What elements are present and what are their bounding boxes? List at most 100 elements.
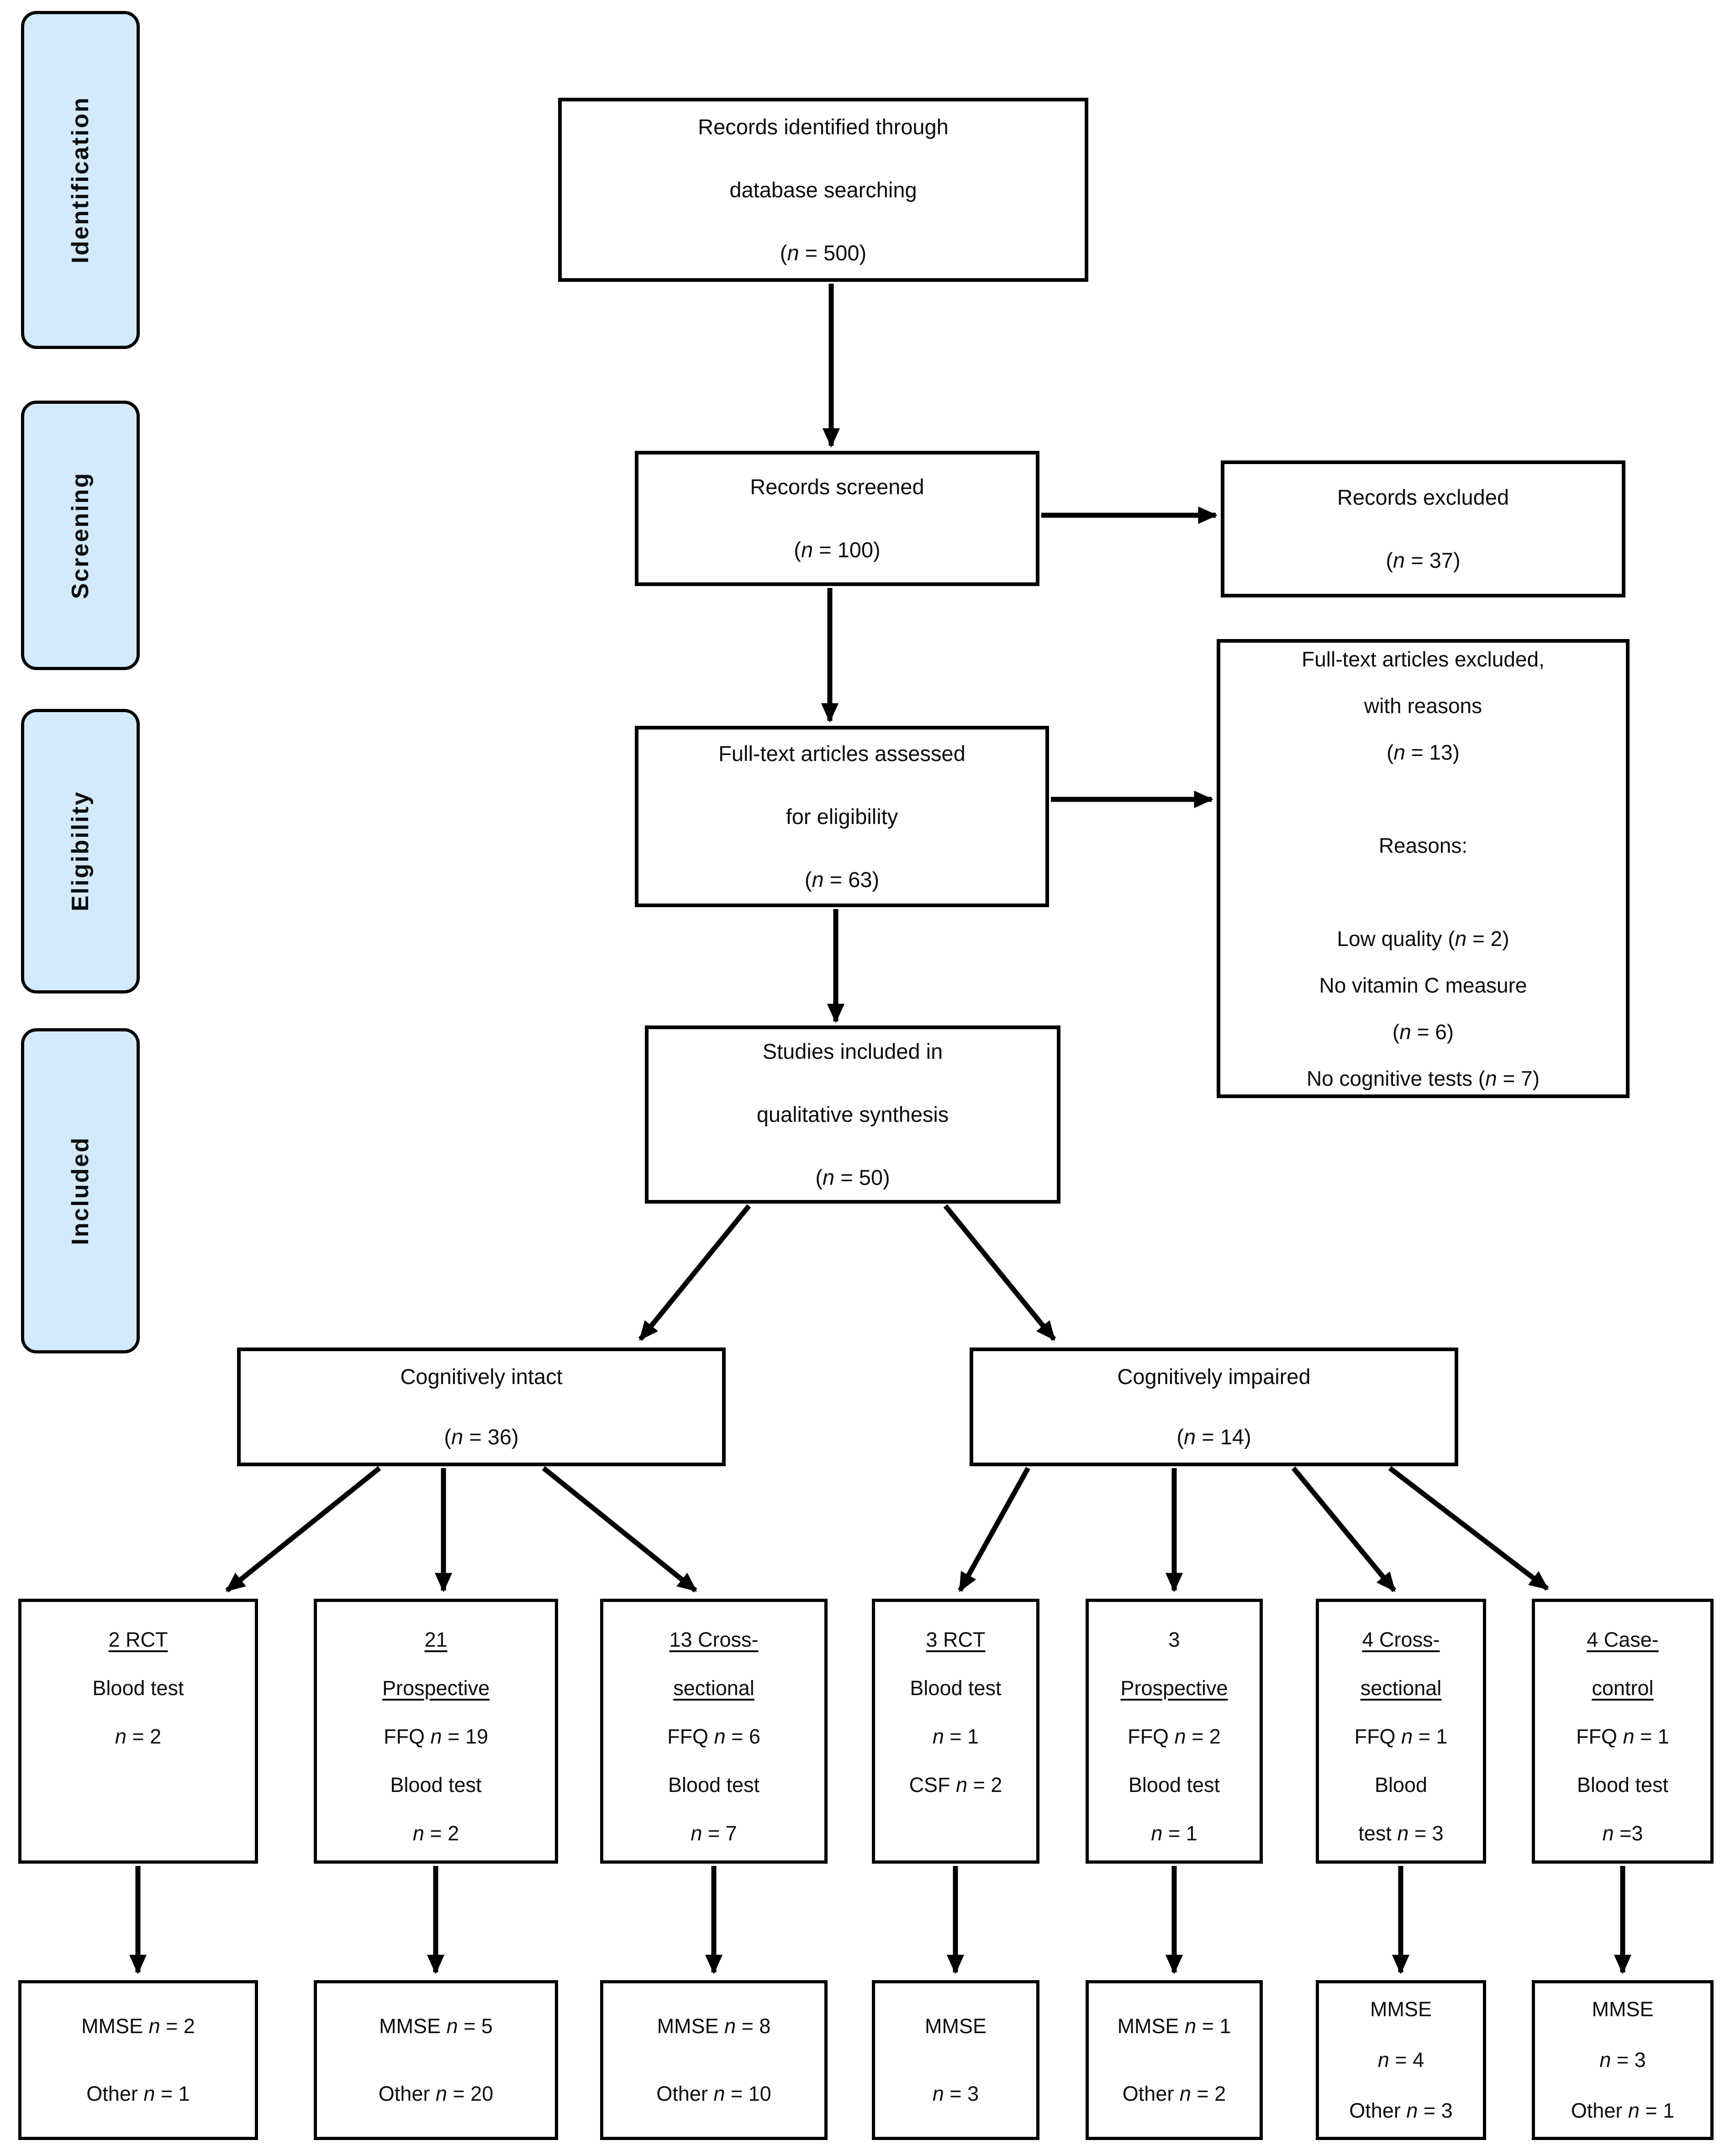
text-line: MMSE [1592, 1997, 1654, 2021]
text-line: (n = 100) [794, 538, 881, 562]
text-line: No vitamin C measure [1319, 973, 1527, 997]
outcome-box-1: MMSE n = 2 Other n = 1 [18, 1980, 258, 2140]
records-identified-box: Records identified through database searc… [558, 98, 1088, 282]
stage-label-screening: Screening [21, 401, 140, 670]
text-line: with reasons [1364, 693, 1482, 718]
text-line: 13 Cross- [669, 1628, 759, 1651]
text-line: Cognitively intact [400, 1364, 563, 1389]
text-line: sectional [673, 1676, 754, 1700]
stage-label-text: Identification [67, 96, 94, 264]
text-line: FFQ n = 1 [1576, 1725, 1669, 1748]
outcome-box-4: MMSE n = 3 [872, 1980, 1039, 2140]
fulltext-assessed-box: Full-text articles assessed for eligibili… [635, 726, 1049, 907]
text-line: n = 2 [115, 1725, 162, 1748]
text-line: MMSE n = 8 [657, 2014, 771, 2038]
text-line: Other n = 20 [378, 2082, 494, 2105]
records-excluded-box: Records excluded (n = 37) [1221, 460, 1625, 597]
stage-label-text: Included [67, 1136, 94, 1245]
outcome-box-6: MMSE n = 4 Other n = 3 [1316, 1980, 1486, 2140]
text-line: (n = 14) [1176, 1425, 1251, 1449]
text-line: 4 Cross- [1362, 1628, 1440, 1651]
text-line: Blood test [1128, 1773, 1220, 1797]
text-line: (n = 37) [1386, 548, 1461, 572]
arrow-line [943, 1204, 1056, 1341]
fulltext-excluded-reasons-box: Full-text articles excluded, with reasons… [1217, 639, 1630, 1098]
text-line: (n = 63) [804, 867, 880, 892]
text-line: MMSE [925, 2014, 986, 2038]
text-line: n = 1 [1151, 1822, 1197, 1845]
text-line: Other n = 10 [656, 2082, 771, 2105]
text-line: MMSE [1370, 1997, 1432, 2021]
cognitively-impaired-box: Cognitively impaired (n = 14) [970, 1348, 1458, 1466]
text-line: CSF n = 2 [909, 1773, 1002, 1797]
text-line: Records identified through [698, 114, 949, 139]
text-line: (n = 50) [815, 1165, 890, 1189]
text-line: qualitative synthesis [756, 1102, 949, 1126]
text-line: Full-text articles excluded, [1302, 647, 1545, 671]
stage-label-eligibility: Eligibility [21, 709, 140, 993]
text-line: Cognitively impaired [1117, 1364, 1311, 1389]
arrow-line [542, 1466, 697, 1593]
text-line: Blood test [1577, 1773, 1669, 1797]
text-line: MMSE n = 2 [81, 2014, 195, 2038]
text-line: database searching [729, 177, 917, 202]
text-line: Low quality (n = 2) [1337, 926, 1509, 951]
text-line: Blood test [668, 1773, 760, 1797]
text-line: 21 [424, 1628, 448, 1651]
arrow-line [638, 1204, 751, 1341]
arrow-line [958, 1467, 1030, 1592]
text-line: FFQ n = 19 [384, 1725, 488, 1748]
text-line [1420, 869, 1426, 915]
text-line: sectional [1360, 1676, 1442, 1700]
text-line: Prospective [382, 1676, 490, 1700]
arrow-line [225, 1466, 381, 1593]
text-line: FFQ n = 6 [667, 1725, 760, 1748]
stage-label-text: Eligibility [67, 791, 94, 912]
stage-label-identification: Identification [21, 11, 140, 349]
text-line: Blood test [390, 1773, 482, 1797]
text-line: Full-text articles assessed [718, 741, 965, 766]
text-line: Other n = 2 [1122, 2082, 1226, 2105]
text-line [1420, 776, 1426, 822]
text-line: n = 4 [1377, 2048, 1424, 2071]
text-line: MMSE n = 1 [1117, 2014, 1231, 2038]
text-line: Other n = 1 [1571, 2099, 1675, 2122]
stage-label-text: Screening [67, 471, 94, 599]
text-line: Records excluded [1337, 485, 1509, 509]
text-line: Blood [1374, 1773, 1428, 1797]
outcome-box-3: MMSE n = 8 Other n = 10 [600, 1980, 828, 2140]
text-line: FFQ n = 1 [1354, 1725, 1448, 1748]
text-line: Other n = 1 [86, 2082, 190, 2105]
text-line: (n = 500) [780, 240, 867, 265]
text-line: Prospective [1120, 1676, 1228, 1700]
arrow-line [1388, 1466, 1549, 1591]
text-line: Records screened [750, 475, 924, 499]
text-line: No cognitive tests (n = 7) [1306, 1066, 1540, 1090]
text-line: for eligibility [786, 804, 898, 829]
text-line: Studies included in [762, 1039, 943, 1063]
text-line: n = 1 [932, 1725, 979, 1748]
text-line: (n = 13) [1387, 740, 1460, 764]
text-line: n =3 [1602, 1822, 1643, 1845]
text-line: Blood test [92, 1676, 184, 1700]
arrow-line [1291, 1466, 1397, 1592]
cognitively-intact-box: Cognitively intact (n = 36) [237, 1348, 726, 1466]
text-line: (n = 36) [444, 1425, 519, 1449]
text-line: n = 2 [412, 1822, 459, 1845]
text-line: n = 3 [932, 2082, 979, 2105]
text-line: Other n = 3 [1349, 2099, 1453, 2122]
text-line: 3 RCT [926, 1628, 986, 1651]
text-line: Reasons: [1378, 833, 1468, 857]
records-screened-box: Records screened (n = 100) [635, 451, 1039, 586]
text-line: 2 RCT [108, 1628, 168, 1651]
text-line: test n = 3 [1358, 1822, 1444, 1845]
